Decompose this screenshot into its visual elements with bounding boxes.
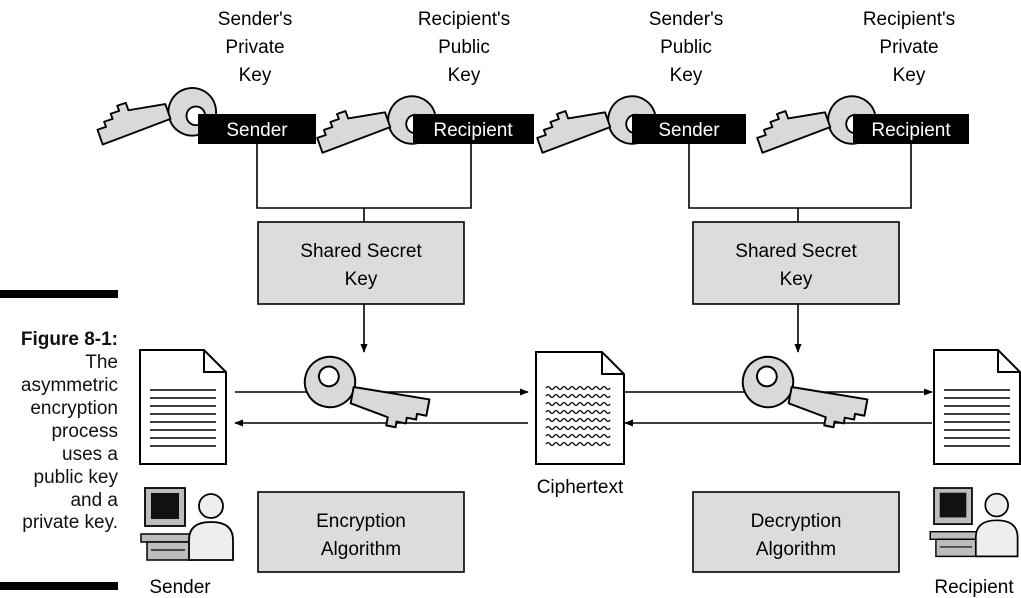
left-algorithm-box <box>257 491 465 573</box>
caption-line-3: encryption <box>30 398 118 419</box>
figure-label: Figure 8-1: <box>20 329 118 350</box>
caption-line-5: uses a <box>62 444 118 465</box>
left-key1-tag-label: Sender <box>226 120 288 141</box>
sender-label: Sender <box>149 577 211 598</box>
left-algorithm-line1: Encryption <box>316 511 406 532</box>
right-key1-tag-label: Sender <box>658 120 720 141</box>
right-algorithm-line1: Decryption <box>751 511 842 532</box>
right-shared-key-line2: Key <box>780 269 813 290</box>
ciphertext-doc-icon <box>535 351 625 465</box>
recipient-computer-user-icon <box>929 487 1019 558</box>
caption-line-7: and a <box>70 490 118 511</box>
left-shared-key-line1: Shared Secret <box>300 241 422 262</box>
recipient-label: Recipient <box>934 577 1014 598</box>
sender-computer-user-icon <box>140 487 234 561</box>
right-key1-caption-line1: Sender's <box>649 9 723 30</box>
right-key2-tag <box>853 114 969 144</box>
caption-line-2: asymmetric <box>20 375 118 396</box>
left-key1-caption-line2: Private <box>225 37 284 58</box>
right-key2-caption-line3: Key <box>893 65 926 86</box>
right-plaintext-doc-icon <box>933 349 1021 465</box>
left-key2-tag-label: Recipient <box>433 120 513 141</box>
right-key1-caption-line3: Key <box>670 65 703 86</box>
left-key1-caption-line1: Sender's <box>218 9 292 30</box>
left-key1-caption: Sender's Private Key <box>218 9 292 86</box>
right-key1-caption-line2: Public <box>660 37 712 58</box>
right-key2-caption-line2: Private <box>879 37 938 58</box>
right-algorithm-box <box>692 491 900 573</box>
left-key2-tag <box>413 114 534 144</box>
left-key-connectors <box>256 144 472 222</box>
caption-top-rule <box>0 290 118 298</box>
right-shared-key-line1: Shared Secret <box>735 241 857 262</box>
left-key2-caption: Recipient's Public Key <box>418 9 510 86</box>
left-key2-caption-line2: Public <box>438 37 490 58</box>
caption-line-4: process <box>51 421 118 442</box>
left-key1-caption-line3: Key <box>239 65 272 86</box>
right-key2-tag-label: Recipient <box>871 120 951 141</box>
right-shared-key-box <box>692 221 900 305</box>
left-shared-key-line2: Key <box>345 269 378 290</box>
caption-line-6: public key <box>33 467 119 488</box>
left-plaintext-doc-icon <box>139 349 227 465</box>
right-key2-caption: Recipient's Private Key <box>863 9 955 86</box>
ciphertext-label: Ciphertext <box>537 477 624 498</box>
caption-line-8: private key. <box>22 512 118 533</box>
caption-line-1: The <box>85 352 118 373</box>
left-key2-caption-line3: Key <box>448 65 481 86</box>
right-key-connectors <box>688 144 912 222</box>
left-key1-tag <box>198 114 316 144</box>
left-algorithm-line2: Algorithm <box>321 539 401 560</box>
caption-bottom-rule <box>0 582 118 590</box>
right-key1-tag <box>632 114 746 144</box>
right-key1-caption: Sender's Public Key <box>649 9 723 86</box>
right-algorithm-line2: Algorithm <box>756 539 836 560</box>
left-shared-key-box <box>257 221 465 305</box>
right-key2-caption-line1: Recipient's <box>863 9 955 30</box>
left-key2-caption-line1: Recipient's <box>418 9 510 30</box>
